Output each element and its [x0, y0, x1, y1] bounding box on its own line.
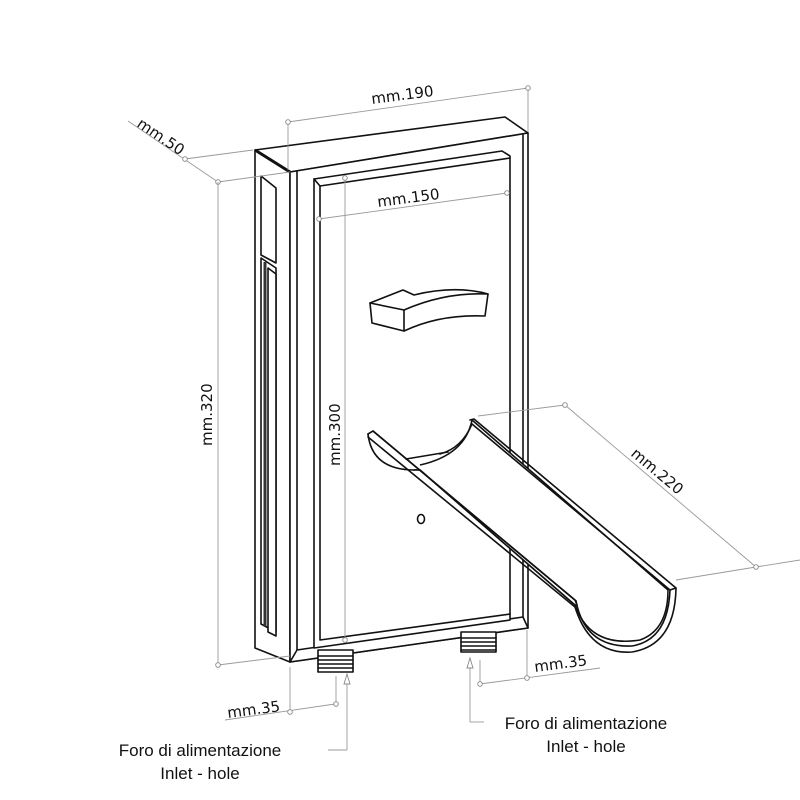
dim-width-total: mm.190 — [370, 82, 434, 108]
dim-height-total: mm.320 — [198, 383, 216, 446]
inlet-left — [317, 649, 354, 673]
callout-right-line1: Foro di alimentazione — [505, 714, 668, 733]
callout-left-line2: Inlet - hole — [160, 764, 239, 783]
callout-right-line2: Inlet - hole — [546, 737, 625, 756]
dim-panel-height: mm.300 — [326, 403, 344, 466]
dim-inlet-offset-right: mm.35 — [533, 651, 588, 676]
inlet-right — [460, 631, 497, 653]
dim-spout-length: mm.220 — [627, 444, 687, 498]
dimension-lines — [127, 85, 800, 751]
dim-inlet-offset-left: mm.35 — [226, 697, 281, 722]
spout — [367, 418, 677, 653]
dim-depth: mm.50 — [134, 114, 188, 159]
screw — [416, 513, 426, 525]
callout-left-line1: Foro di alimentazione — [119, 741, 282, 760]
handle — [369, 288, 489, 332]
